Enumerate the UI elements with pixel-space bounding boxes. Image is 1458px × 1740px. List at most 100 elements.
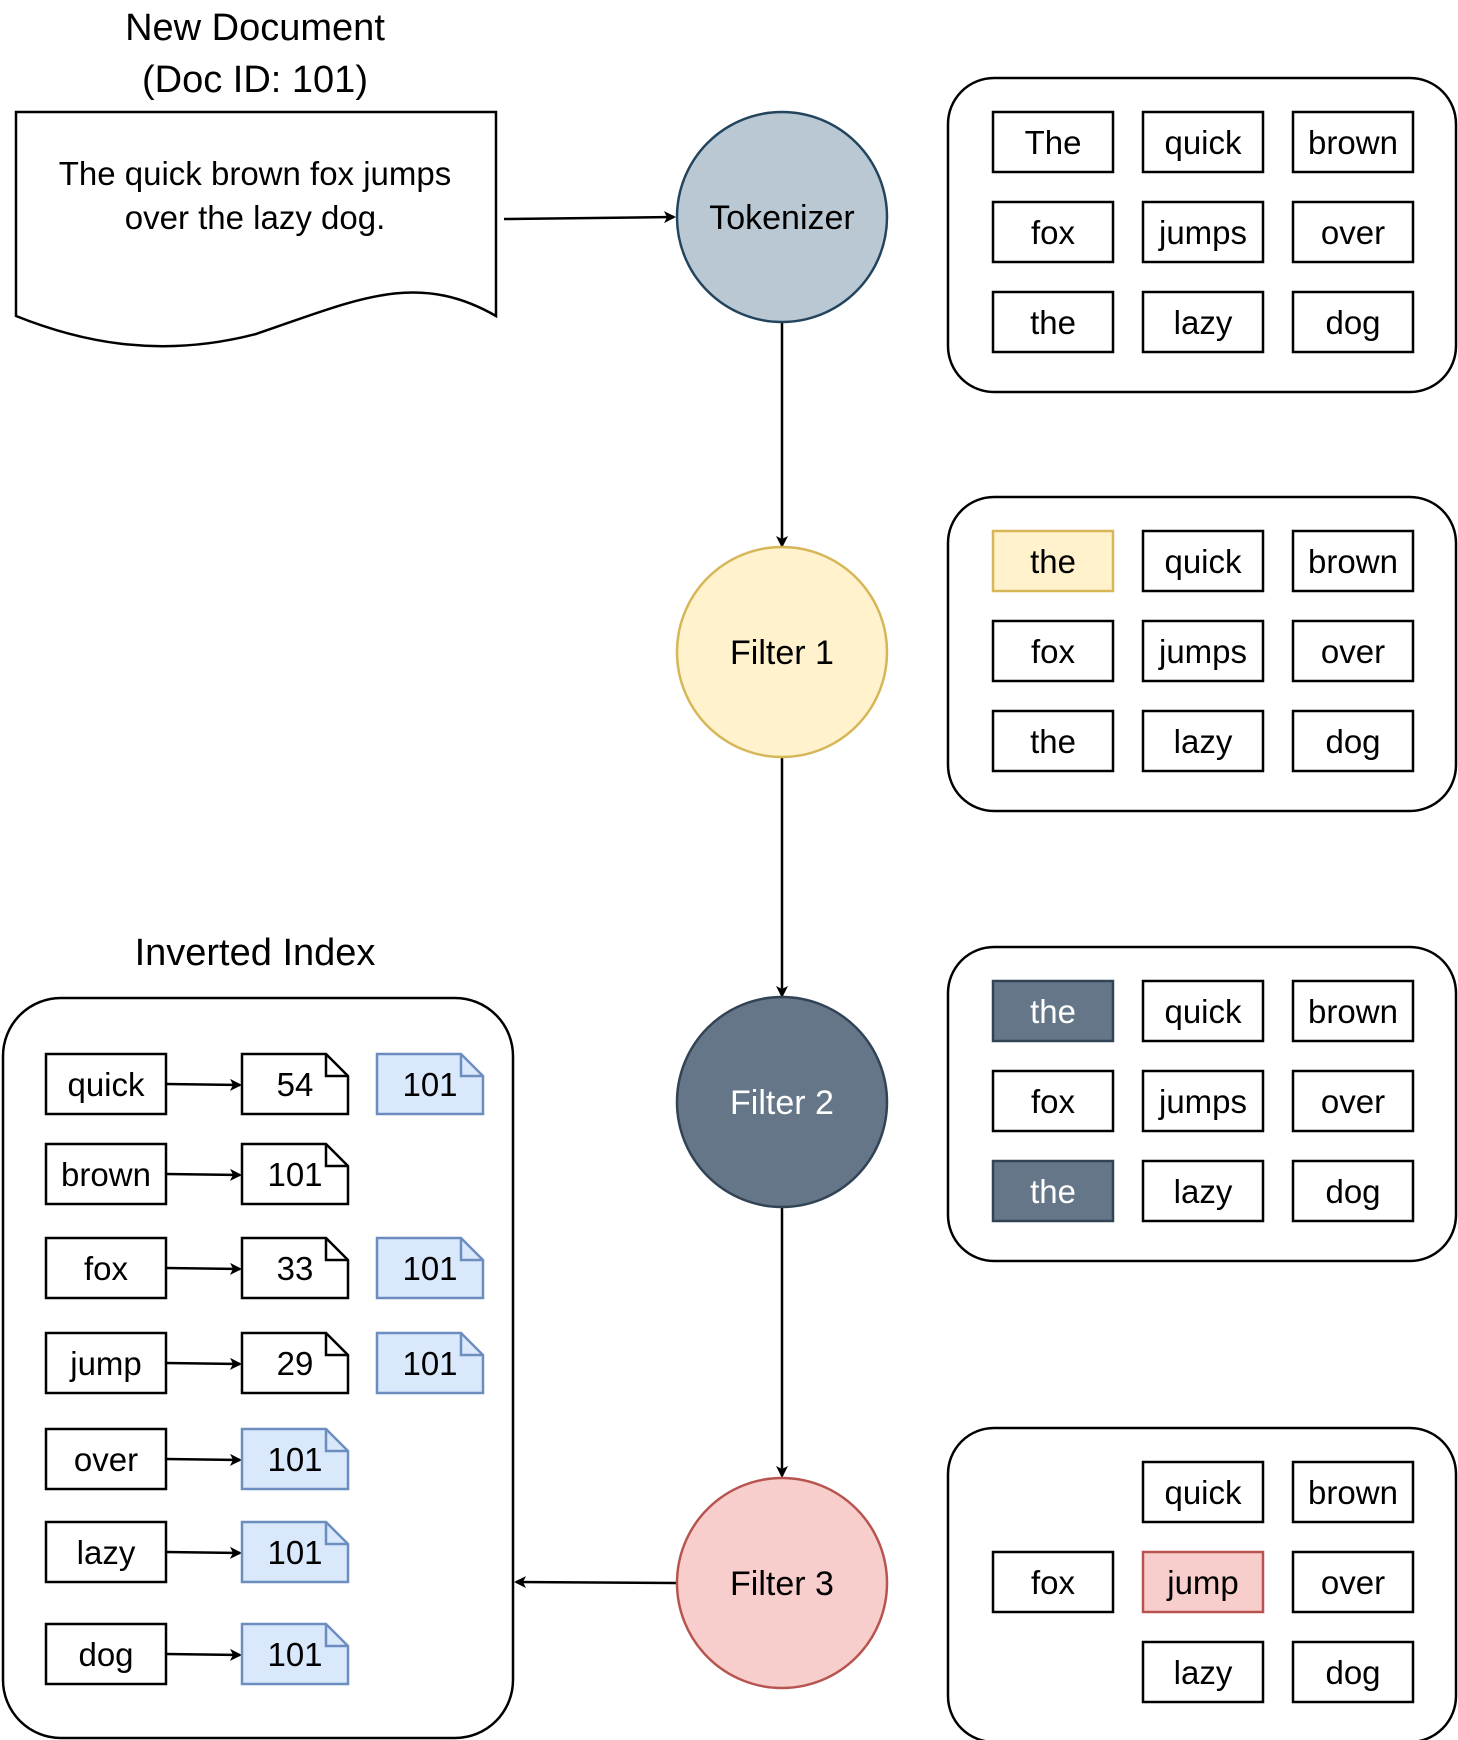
- posting-note: 101: [375, 1052, 485, 1116]
- posting-note-fold: [459, 1054, 483, 1078]
- term-label: quick: [67, 1066, 145, 1103]
- index-row-over: over 101: [44, 1427, 350, 1491]
- posting-id: 101: [402, 1066, 457, 1103]
- posting-note: 101: [375, 1331, 485, 1395]
- token-box: lazy: [1141, 1640, 1265, 1704]
- term-label: jump: [69, 1345, 142, 1382]
- document-text-line-2: over the lazy dog.: [125, 199, 386, 236]
- token-box: fox: [991, 619, 1115, 683]
- token-label: dog: [1325, 304, 1380, 341]
- token-box: over: [1291, 619, 1415, 683]
- term-to-posting-arrow: [165, 1262, 242, 1275]
- document-shape: [14, 110, 498, 348]
- token-label: lazy: [1174, 304, 1233, 341]
- posting-id: 33: [277, 1250, 314, 1287]
- token-box-frame: [1291, 110, 1415, 174]
- token-label: quick: [1164, 543, 1242, 580]
- posting-note-fold: [459, 1333, 483, 1357]
- token-box-frame: [1141, 979, 1265, 1043]
- token-label: over: [1321, 633, 1385, 670]
- token-box-frame: [991, 619, 1115, 683]
- token-label: fox: [1031, 1083, 1076, 1120]
- posting-id: 101: [267, 1534, 322, 1571]
- stage-label: Tokenizer: [709, 199, 855, 237]
- term-box: [44, 1331, 168, 1395]
- posting-note-shape: [240, 1052, 350, 1116]
- token-box-frame: [991, 200, 1115, 264]
- token-panel-4: quick brown fox jump over lazy dog: [946, 1426, 1458, 1740]
- posting-note-fold: [324, 1333, 348, 1357]
- token-label: the: [1030, 304, 1076, 341]
- token-box-frame: [991, 1550, 1115, 1614]
- token-label: over: [1321, 214, 1385, 251]
- posting-note-shape: [240, 1427, 350, 1491]
- token-box-frame: [1291, 1550, 1415, 1614]
- posting-note-fold: [324, 1054, 348, 1078]
- token-box-frame: [1291, 290, 1415, 354]
- token-label: quick: [1164, 1474, 1242, 1511]
- posting-note-fold: [324, 1624, 348, 1648]
- token-label: brown: [1308, 1474, 1398, 1511]
- token-box-frame: [1141, 1159, 1265, 1223]
- token-label: dog: [1325, 1654, 1380, 1691]
- token-box: fox: [991, 1069, 1115, 1133]
- token-box-frame: [1291, 1460, 1415, 1524]
- token-box: jump: [1141, 1550, 1265, 1614]
- token-box: over: [1291, 200, 1415, 264]
- token-box-frame: [1291, 709, 1415, 773]
- posting-id: 101: [267, 1441, 322, 1478]
- token-label: over: [1321, 1564, 1385, 1601]
- term-to-posting-arrow: [165, 1357, 242, 1370]
- token-box: quick: [1141, 979, 1265, 1043]
- term-box: [44, 1520, 168, 1584]
- posting-note-shape: [240, 1236, 350, 1300]
- token-box-frame: [1141, 619, 1265, 683]
- token-box: brown: [1291, 529, 1415, 593]
- posting-note-shape: [375, 1236, 485, 1300]
- token-box-frame: [1291, 979, 1415, 1043]
- inverted-index-title: Inverted Index: [135, 932, 376, 974]
- token-label: over: [1321, 1083, 1385, 1120]
- term-box: [44, 1622, 168, 1686]
- posting-note: 101: [240, 1142, 350, 1206]
- posting-note-shape: [240, 1520, 350, 1584]
- token-box-frame: [991, 1159, 1115, 1223]
- posting-id: 29: [277, 1345, 314, 1382]
- token-box: dog: [1291, 709, 1415, 773]
- token-box-frame: [1141, 709, 1265, 773]
- token-box: jumps: [1141, 200, 1265, 264]
- term-to-posting-arrow: [165, 1168, 242, 1181]
- stage-circle: [675, 545, 889, 759]
- token-box: brown: [1291, 979, 1415, 1043]
- arrow-document-to-tokenizer: [503, 211, 676, 224]
- term-label: brown: [61, 1156, 151, 1193]
- token-box: over: [1291, 1550, 1415, 1614]
- token-label: the: [1030, 543, 1076, 580]
- document-title: New Document: [125, 7, 385, 49]
- token-box-frame: [1291, 619, 1415, 683]
- token-box-frame: [1141, 1640, 1265, 1704]
- posting-note-shape: [240, 1622, 350, 1686]
- token-label: lazy: [1174, 1654, 1233, 1691]
- token-label: fox: [1031, 633, 1076, 670]
- token-box: lazy: [1141, 1159, 1265, 1223]
- stage-4: Filter 3: [675, 1476, 889, 1690]
- posting-note: 33: [240, 1236, 350, 1300]
- posting-id: 101: [267, 1156, 322, 1193]
- token-label: the: [1030, 1173, 1076, 1210]
- token-box: lazy: [1141, 290, 1265, 354]
- posting-id: 101: [402, 1345, 457, 1382]
- connectors: [503, 211, 788, 1589]
- term-label: over: [74, 1441, 138, 1478]
- token-box: quick: [1141, 529, 1265, 593]
- token-label: fox: [1031, 1564, 1076, 1601]
- term-to-posting-arrow: [165, 1648, 242, 1661]
- index-row-jump: jump 29 101: [44, 1331, 485, 1395]
- token-box-frame: [991, 979, 1115, 1043]
- token-box-frame: [1291, 1159, 1415, 1223]
